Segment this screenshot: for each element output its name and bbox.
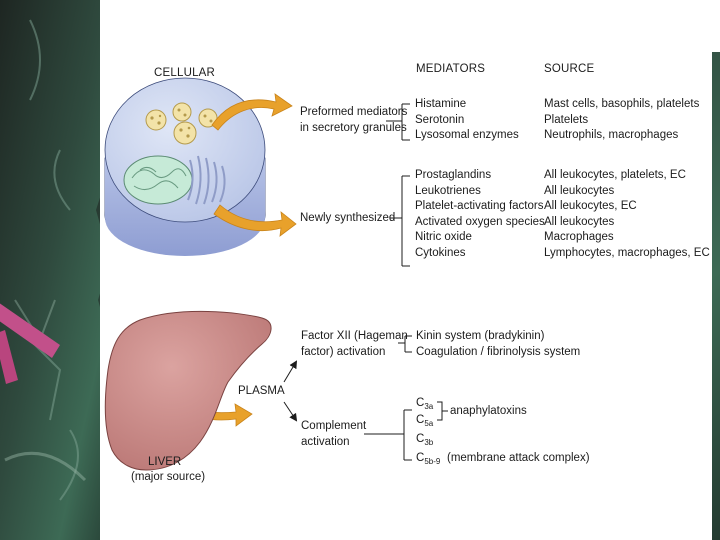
liver-label: LIVER — [148, 456, 182, 468]
mediators-header: MEDIATORS — [416, 63, 486, 75]
c3b-label: C3b — [416, 433, 434, 447]
list-item: All leukocytes, platelets, EC — [544, 169, 686, 181]
c5b9-label: C5b-9 — [416, 452, 441, 466]
plasma-label: PLASMA — [238, 385, 285, 397]
list-item: Coagulation / fibrinolysis system — [416, 345, 581, 358]
list-item: Lymphocytes, macrophages, EC — [544, 246, 710, 259]
plasma-arrows — [283, 360, 298, 422]
liver-sublabel: (major source) — [131, 471, 206, 483]
list-item: Neutrophils, macrophages — [544, 129, 679, 141]
list-item: Kinin system (bradykinin) — [416, 330, 545, 342]
preformed-sources-list: Mast cells, basophils, platelets Platele… — [544, 97, 699, 144]
cellular-header: CELLULAR — [154, 67, 216, 79]
endoplasmic-reticulum — [187, 155, 226, 205]
list-item: Platelets — [544, 113, 589, 126]
list-item: Mast cells, basophils, platelets — [544, 98, 700, 110]
bracket-lines — [364, 103, 448, 461]
list-item: Platelet-activating factors — [415, 200, 544, 212]
c5a-label: C5a — [416, 414, 434, 428]
source-header: SOURCE — [544, 63, 595, 75]
newly-mediators-list: Prostaglandins Leukotrienes Platelet-act… — [415, 168, 545, 261]
list-item: Lysosomal enzymes — [415, 129, 519, 141]
list-item: Serotonin — [415, 113, 465, 126]
list-item: Histamine — [415, 98, 467, 110]
list-item: All leukocytes — [544, 184, 615, 197]
factor-xii-label: Factor XII (Hageman factor) activation — [301, 330, 408, 358]
preformed-mediators-list: Histamine Serotonin Lysosomal enzymes — [415, 97, 519, 144]
liver-illustration — [104, 310, 272, 471]
list-item: Activated oxygen species — [415, 215, 545, 228]
list-item: Cytokines — [415, 246, 466, 259]
nucleus — [123, 155, 193, 205]
c3a-label: C3a — [416, 397, 434, 411]
list-item: Prostaglandins — [415, 169, 492, 181]
anaphylatoxins-label: anaphylatoxins — [450, 405, 527, 417]
list-item: Nitric oxide — [415, 231, 472, 243]
newly-synthesized-label: Newly synthesized — [300, 212, 396, 224]
secretory-granules — [145, 102, 218, 145]
list-item: All leukocytes — [544, 215, 615, 228]
chalk-sticks — [0, 303, 60, 384]
complement-label: Complement activation — [301, 420, 367, 448]
newly-sources-list: All leukocytes, platelets, EC All leukoc… — [544, 168, 710, 261]
preformed-label: Preformed mediators in secretory granule… — [300, 106, 408, 134]
factor-xii-items: Kinin system (bradykinin) Coagulation / … — [416, 329, 580, 360]
mac-label: (membrane attack complex) — [447, 452, 590, 464]
list-item: Macrophages — [544, 231, 614, 243]
list-item: Leukotrienes — [415, 184, 481, 197]
list-item: All leukocytes, EC — [544, 200, 637, 212]
